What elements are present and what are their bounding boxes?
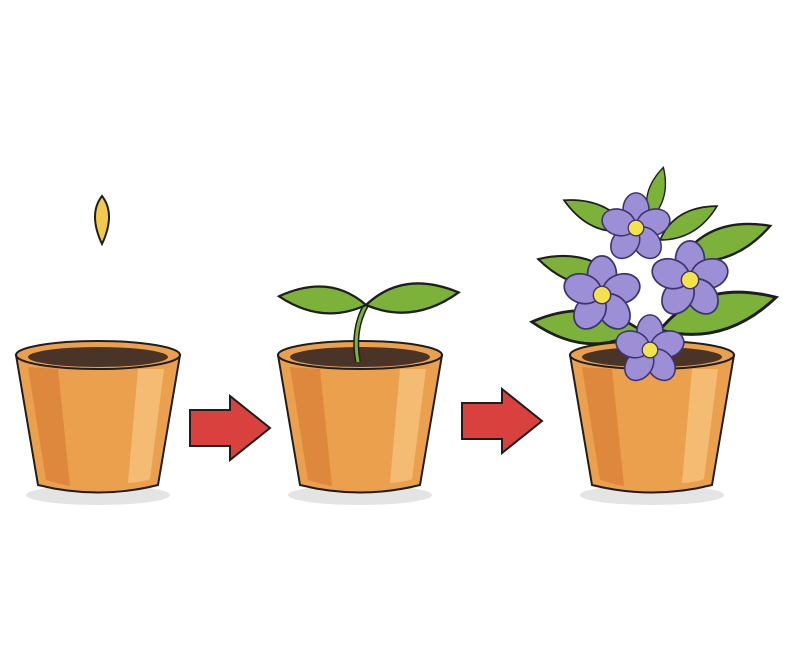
pot-icon: [277, 340, 443, 506]
pot-icon: [15, 340, 181, 506]
arrow-right-icon: [461, 388, 543, 454]
stage-seed: [15, 194, 181, 506]
stage-flowering: [528, 164, 782, 506]
arrow-right-icon: [189, 395, 271, 461]
sprout-icon: [277, 280, 461, 363]
stage-sprout: [277, 280, 461, 506]
seed-icon: [94, 194, 110, 247]
flower-icon: [597, 192, 675, 265]
